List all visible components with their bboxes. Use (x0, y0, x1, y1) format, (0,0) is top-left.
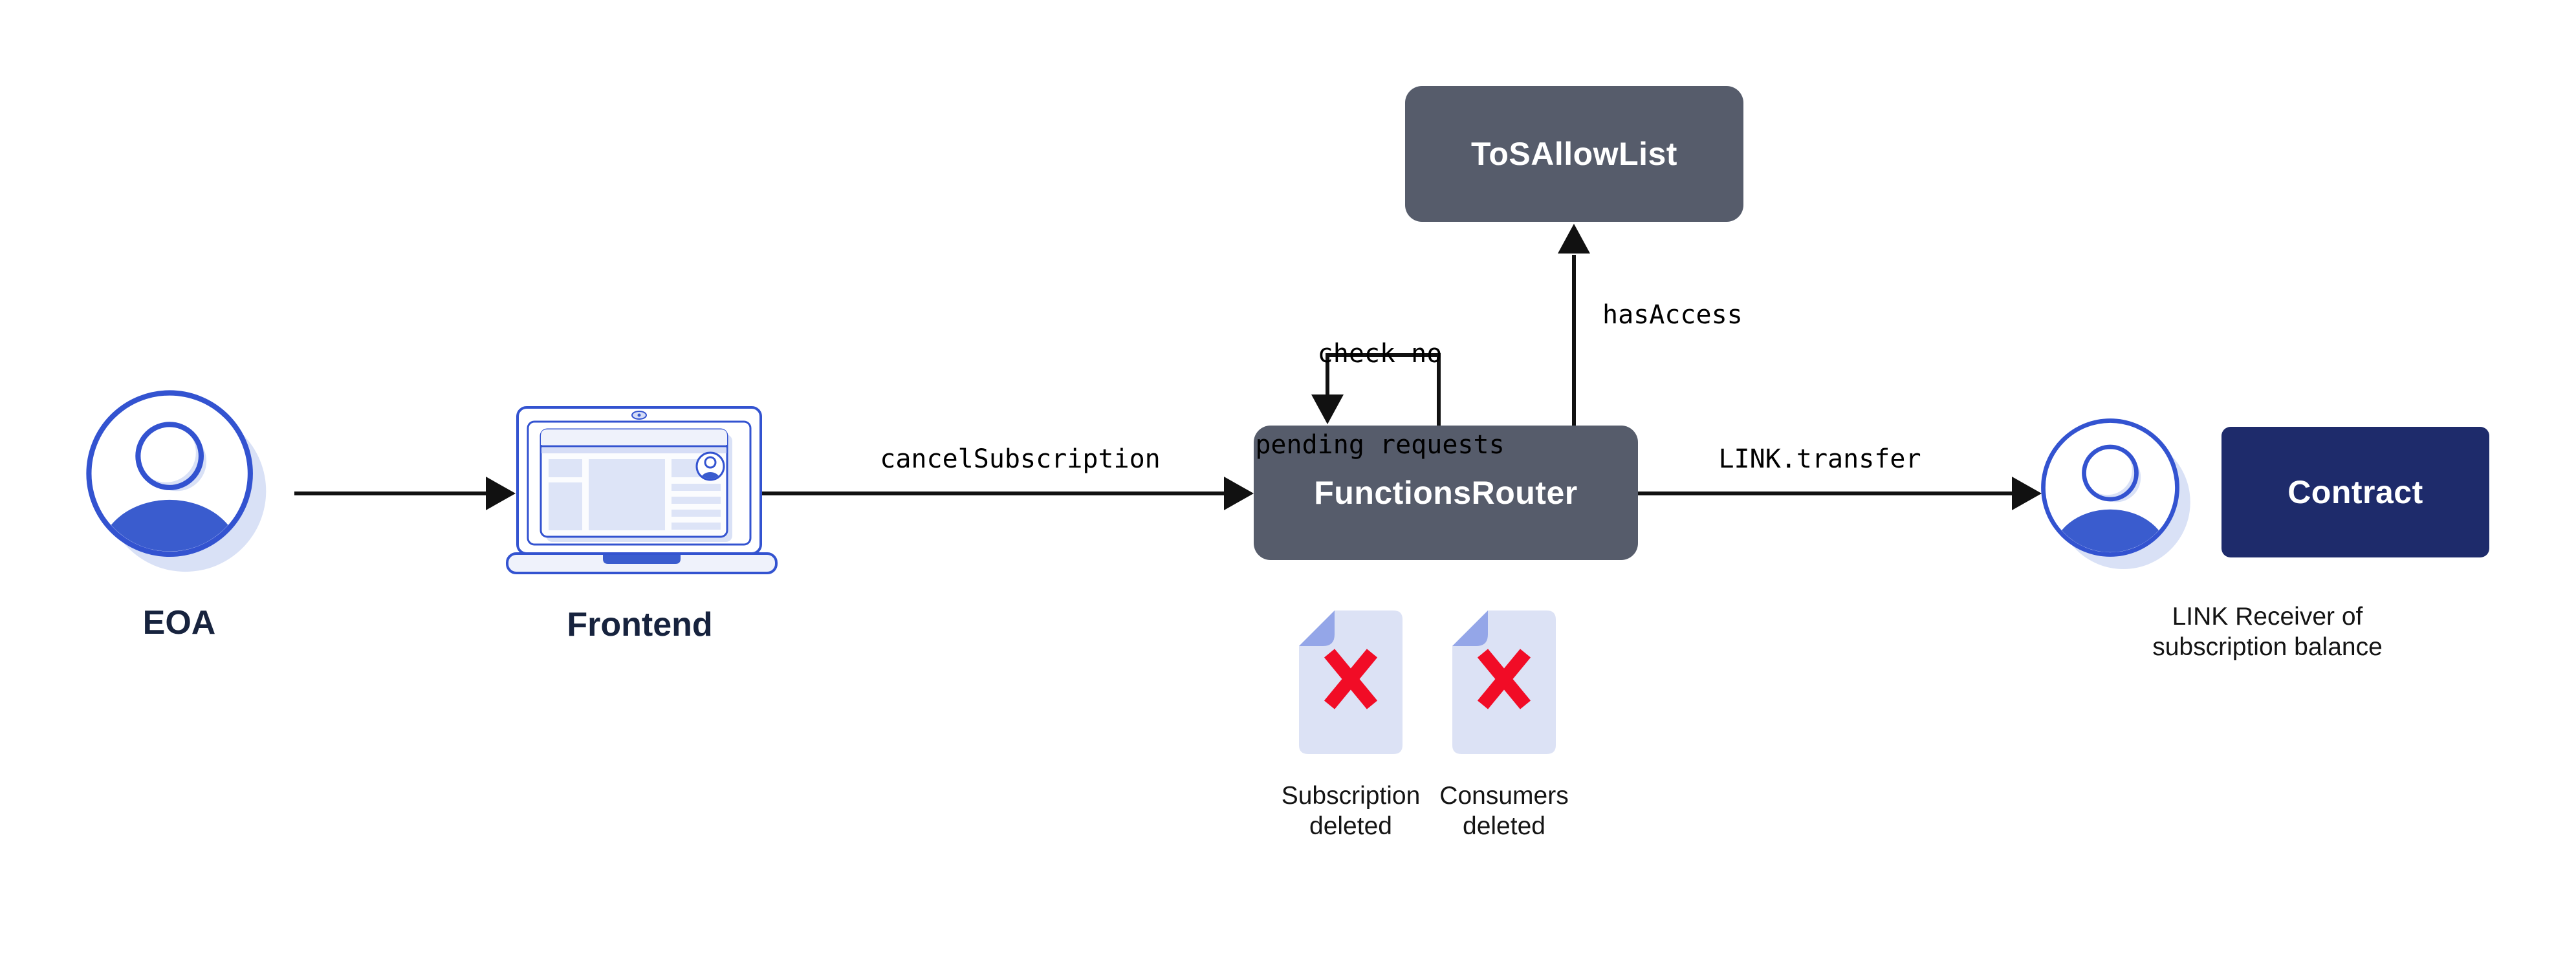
browser-accent-strip (541, 448, 726, 453)
red-x-icon (1324, 649, 1378, 709)
frontend-laptop-icon (506, 406, 778, 574)
subscription-deleted-doc-icon (1299, 610, 1403, 754)
browser-row-3 (671, 510, 721, 517)
eoa-person-icon (85, 389, 268, 579)
arrowhead-router-to-tos (1558, 224, 1590, 254)
red-x-icon (1477, 649, 1531, 709)
laptop-webcam-dot (637, 413, 641, 417)
browser-block-left-top (549, 459, 582, 477)
has-access-edge-label: hasAccess (1602, 300, 1743, 330)
contract-node: Contract (2221, 427, 2489, 557)
arrowhead-router-to-receiver (2012, 477, 2042, 510)
browser-block-main (589, 459, 665, 530)
consumers-deleted-label: Consumers deleted (1439, 781, 1568, 841)
browser-row-2 (671, 497, 721, 504)
subscription-deleted-label: Subscription deleted (1282, 781, 1421, 841)
browser-avatar-body (701, 472, 720, 479)
eoa-icon-head (136, 422, 196, 482)
browser-row-1 (671, 484, 721, 491)
browser-avatar-head (704, 456, 717, 469)
contract-label: Contract (2287, 474, 2423, 510)
frontend-label: Frontend (567, 606, 713, 643)
doc-folded-corner (1299, 610, 1335, 646)
arrowhead-router-self-loop (1311, 394, 1344, 424)
link-receiver-line2: subscription balance (2152, 633, 2383, 661)
consumers-deleted-line2: deleted (1463, 812, 1545, 840)
link-receiver-line1: LINK Receiver of (2172, 603, 2363, 631)
subscription-deleted-line2: deleted (1309, 812, 1392, 840)
link-receiver-label: LINK Receiver of subscription balance (2152, 601, 2383, 662)
arrow-router-self-loop (1326, 353, 1441, 426)
check-pending-edge-label: check no pending requests (1255, 278, 1504, 521)
check-pending-line2: pending requests (1255, 430, 1505, 460)
browser-row-4 (671, 523, 721, 530)
arrowhead-frontend-to-router (1224, 477, 1254, 510)
cancel-subscription-edge-label: cancelSubscription (880, 444, 1161, 474)
receiver-icon-body (2052, 509, 2168, 552)
consumers-deleted-line1: Consumers (1439, 782, 1569, 810)
receiver-icon-head (2082, 445, 2132, 495)
laptop-base-notch (603, 555, 681, 564)
check-pending-line1: check no (1317, 339, 1443, 369)
doc-folded-corner (1452, 610, 1488, 646)
arrowhead-eoa-to-frontend (486, 477, 516, 510)
browser-titlebar (541, 429, 727, 445)
consumers-deleted-doc-icon (1452, 610, 1556, 754)
browser-avatar-icon (695, 451, 725, 481)
receiver-icon-head-ring (2082, 444, 2139, 502)
subscription-deleted-line1: Subscription (1281, 782, 1421, 810)
browser-block-left-tall (549, 482, 582, 530)
tos-allow-list-label: ToSAllowList (1471, 136, 1677, 172)
functions-router-label: FunctionsRouter (1314, 475, 1578, 511)
laptop-bezel (527, 420, 752, 546)
eoa-label: EOA (142, 604, 216, 642)
eoa-icon-body (99, 499, 240, 552)
functions-router-node: FunctionsRouter (1254, 426, 1638, 560)
tos-allow-list-node: ToSAllowList (1405, 86, 1743, 222)
eoa-icon-head-ring (135, 422, 204, 490)
link-receiver-person-icon (2040, 418, 2192, 575)
link-transfer-edge-label: LINK.transfer (1718, 444, 1921, 474)
